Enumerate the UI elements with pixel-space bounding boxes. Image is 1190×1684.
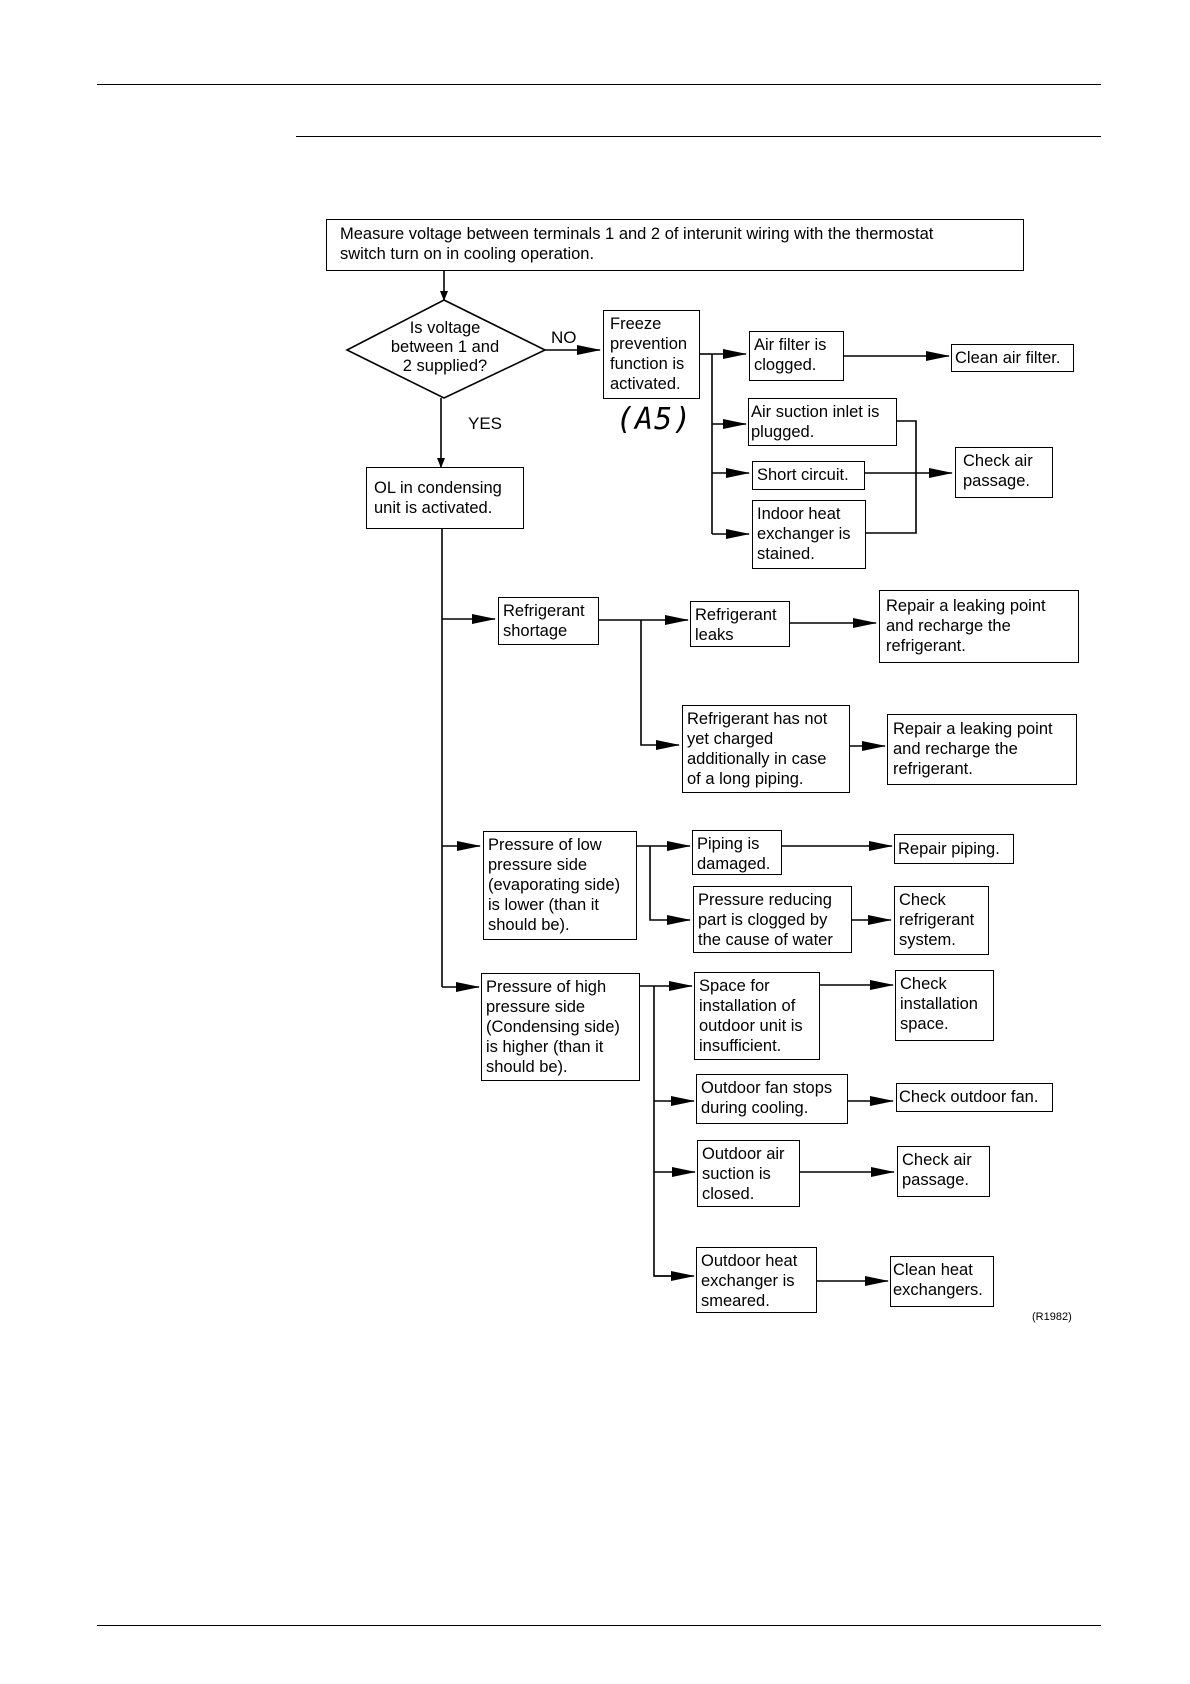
space-insufficient-box: Space for installation of outdoor unit i… [694, 972, 820, 1060]
error-code-a5: (A5) [616, 402, 693, 437]
indoor-heat-exchanger-stained-box: Indoor heat exchanger is stained. [752, 500, 866, 569]
decision-question: Is voltage between 1 and 2 supplied? [390, 319, 500, 375]
refrigerant-not-charged-box: Refrigerant has not yet charged addition… [682, 705, 850, 793]
header-rule-top [97, 84, 1101, 85]
check-outdoor-fan-box: Check outdoor fan. [896, 1083, 1053, 1112]
freeze-prevention-box: Freeze prevention function is activated. [603, 310, 700, 399]
clean-heat-exchangers-box: Clean heat exchangers. [890, 1256, 994, 1307]
outdoor-heat-exchanger-smeared-box: Outdoor heat exchanger is smeared. [696, 1247, 817, 1313]
footer-rule [97, 1625, 1101, 1626]
start-box: Measure voltage between terminals 1 and … [326, 219, 1024, 271]
repair-piping-box: Repair piping. [894, 834, 1014, 864]
short-circuit-box: Short circuit. [752, 461, 865, 490]
high-pressure-side-box: Pressure of high pressure side (Condensi… [481, 973, 640, 1081]
refrigerant-shortage-box: Refrigerant shortage [498, 597, 599, 645]
no-label: NO [551, 328, 577, 347]
refrigerant-leaks-box: Refrigerant leaks [690, 601, 790, 647]
check-air-passage-box-2: Check air passage. [897, 1146, 990, 1197]
decision-diamond [345, 299, 547, 399]
air-filter-clogged-box: Air filter is clogged. [749, 331, 844, 381]
yes-label: YES [468, 414, 503, 433]
check-air-passage-box: Check air passage. [955, 447, 1053, 498]
outdoor-air-suction-closed-box: Outdoor air suction is closed. [697, 1140, 800, 1207]
check-refrigerant-system-box: Check refrigerant system. [894, 886, 989, 955]
pressure-reducing-clogged-box: Pressure reducing part is clogged by the… [693, 886, 852, 953]
air-suction-plugged-box: Air suction inlet is plugged. [748, 398, 897, 446]
repair-leak-recharge-box-2: Repair a leaking point and recharge the … [887, 714, 1077, 785]
figure-reference: (R1982) [1032, 1311, 1072, 1323]
header-rule-bottom [296, 136, 1101, 137]
low-pressure-side-box: Pressure of low pressure side (evaporati… [483, 831, 637, 940]
clean-air-filter-box: Clean air filter. [951, 344, 1074, 372]
outdoor-fan-stops-box: Outdoor fan stops during cooling. [696, 1074, 848, 1124]
check-installation-space-box: Check installation space. [895, 970, 994, 1041]
piping-damaged-box: Piping is damaged. [692, 830, 782, 875]
ol-activated-box: OL in condensing unit is activated. [366, 467, 524, 529]
repair-leak-recharge-box-1: Repair a leaking point and recharge the … [879, 590, 1079, 663]
